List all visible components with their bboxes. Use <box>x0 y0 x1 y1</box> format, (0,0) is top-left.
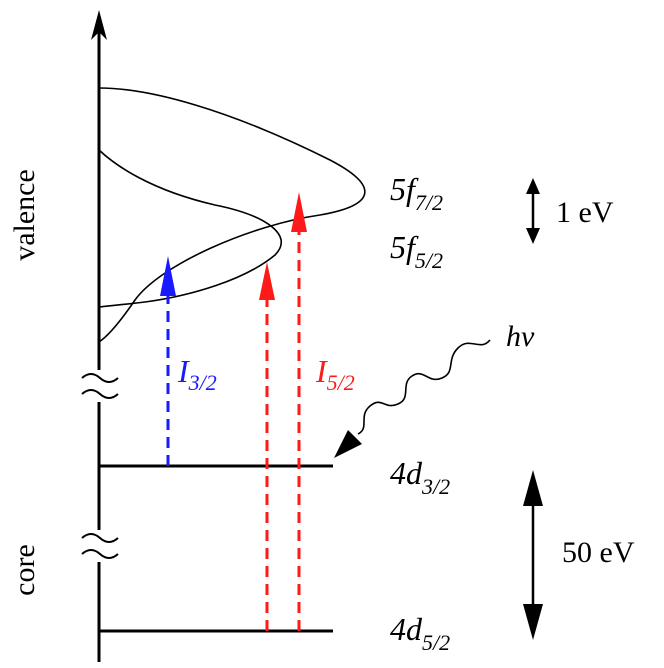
level-label-5f52-main: 5f <box>390 229 419 265</box>
level-label-4d52-sub: 5/2 <box>422 630 450 655</box>
photon-arrowhead <box>334 430 362 458</box>
level-label-4d32-sub: 3/2 <box>421 474 450 499</box>
level-label-4d32-main: 4d <box>390 455 423 491</box>
transition-label-i32-sub: 3/2 <box>188 370 217 395</box>
transition-label-i52-sub: 5/2 <box>327 370 355 395</box>
energy-scale-1ev <box>526 178 540 244</box>
transition-label-i32: I3/2 <box>177 353 217 395</box>
core-label: core <box>8 544 41 596</box>
dos-curve-5f52 <box>98 149 282 308</box>
level-label-5f52: 5f5/2 <box>390 229 443 273</box>
energy-scale-1ev-label: 1 eV <box>556 196 614 229</box>
transition-label-i52-main: I <box>315 353 328 389</box>
level-label-5f52-sub: 5/2 <box>415 248 443 273</box>
transition-label-i52: I5/2 <box>315 353 355 395</box>
transition-i32-arrowhead <box>160 256 176 296</box>
energy-scale-50ev <box>523 470 543 640</box>
dos-curve-5f72 <box>98 87 366 343</box>
axis-break-lower <box>81 530 119 562</box>
level-label-5f72: 5f7/2 <box>390 171 443 215</box>
level-label-4d32: 4d3/2 <box>390 455 450 499</box>
transition-label-i32-main: I <box>177 353 190 389</box>
photon-wave <box>357 339 491 435</box>
transition-i52-a-arrowhead <box>259 262 275 300</box>
energy-scale-50ev-label: 50 eV <box>562 536 635 569</box>
level-label-5f72-sub: 7/2 <box>415 190 443 215</box>
axis-break-upper <box>81 370 119 402</box>
valence-label: valence <box>8 169 41 261</box>
level-label-5f72-main: 5f <box>390 171 419 207</box>
photon-label: hv <box>506 320 535 353</box>
level-label-4d52: 4d5/2 <box>390 611 450 655</box>
level-label-4d52-main: 4d <box>390 611 423 647</box>
energy-axis-arrowhead <box>91 10 107 40</box>
transition-i52-b-arrowhead <box>291 192 307 232</box>
